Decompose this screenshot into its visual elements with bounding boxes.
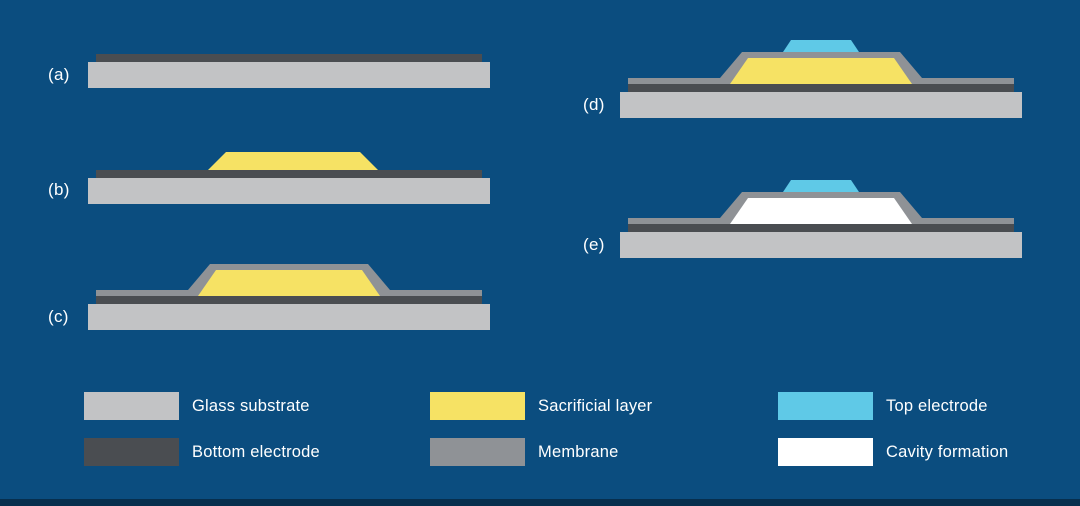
swatch-rect [430,438,525,466]
swatch-rect [84,438,179,466]
sacrificial-layer [208,152,378,170]
sacrificial-layer [730,58,912,84]
swatch-rect [778,438,873,466]
legend-label-top-electrode: Top electrode [886,396,988,415]
step-diagram-d [620,40,1022,118]
cavity-formation-swatch [778,438,873,466]
sacrificial-layer [198,270,380,296]
legend-item-cavity-formation: Cavity formation [778,438,1008,466]
sacrificial-layer-swatch [430,392,525,420]
bottom-electrode-swatch [84,438,179,466]
legend-item-sacrificial-layer: Sacrificial layer [430,392,652,420]
top-electrode-swatch [778,392,873,420]
legend-label-cavity-formation: Cavity formation [886,442,1009,461]
top-electrode-layer [783,40,859,52]
legend-item-top-electrode: Top electrode [778,392,988,420]
swatch-rect [778,392,873,420]
step-diagram-e [620,180,1022,258]
legend-label-membrane: Membrane [538,442,619,461]
top-electrode-layer [783,180,859,192]
bottom-electrode-layer [96,54,482,62]
step-label-e: (e) [583,235,605,254]
step-diagram-c [88,264,490,330]
glass-substrate-layer [88,304,490,330]
legend-label-bottom-electrode: Bottom electrode [192,442,320,461]
step-label-a: (a) [48,65,70,84]
glass-substrate-layer [88,178,490,204]
glass-substrate-swatch [84,392,179,420]
bottom-electrode-layer [96,170,482,178]
step-diagram-a [88,54,490,88]
glass-substrate-layer [620,92,1022,118]
glass-substrate-layer [88,62,490,88]
swatch-rect [430,392,525,420]
bottom-electrode-layer [628,224,1014,232]
swatch-rect [84,392,179,420]
legend-label-sacrificial-layer: Sacrificial layer [538,396,653,415]
bottom-accent-strip [0,499,1080,506]
step-label-b: (b) [48,180,70,199]
step-label-d: (d) [583,95,605,114]
step-label-c: (c) [48,307,69,326]
bottom-electrode-layer [628,84,1014,92]
legend-label-glass-substrate: Glass substrate [192,396,310,415]
legend-item-membrane: Membrane [430,438,618,466]
bottom-electrode-layer [96,296,482,304]
cavity-region [730,198,912,224]
step-diagram-b [88,152,490,204]
glass-substrate-layer [620,232,1022,258]
legend-item-glass-substrate: Glass substrate [84,392,310,420]
legend-item-bottom-electrode: Bottom electrode [84,438,320,466]
membrane-swatch [430,438,525,466]
